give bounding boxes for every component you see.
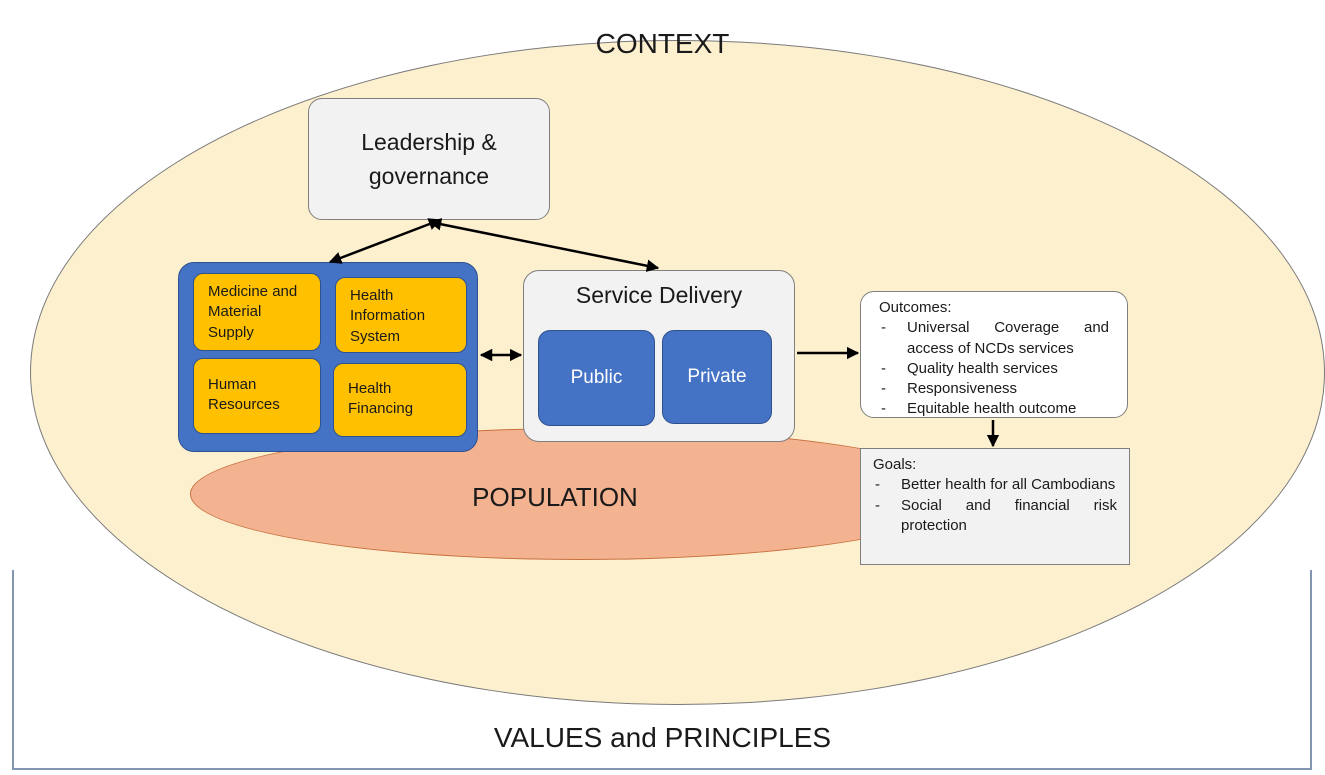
values-principles-title: VALUES and PRINCIPLES — [493, 722, 832, 753]
goal-item: Better health for all Cambodians — [901, 476, 1116, 494]
list-item: - Better health for all Cambodians — [873, 475, 1117, 495]
human-resources-box: Human Resources — [193, 358, 321, 434]
outcome-item: Universal Coverage and access of NCDs se… — [907, 319, 1109, 357]
private-label: Private — [687, 366, 747, 387]
arrow-leadership-blocks — [328, 218, 442, 264]
health-financing-box: Health Financing — [333, 363, 467, 437]
outcome-item: Equitable health outcome — [907, 400, 1077, 418]
service-delivery-title: Service Delivery — [575, 282, 743, 308]
goals-header: Goals: — [873, 456, 917, 473]
values-bracket — [12, 570, 1312, 770]
health-information-system-box: Health Information System — [335, 277, 467, 353]
outcomes-box: Outcomes: - Universal Coverage and acces… — [860, 291, 1128, 418]
list-item: - Social and financial risk protection — [873, 496, 1117, 537]
public-box: Public — [538, 330, 655, 426]
population-label: POPULATION — [472, 482, 638, 512]
list-item: - Quality health services — [879, 359, 1109, 379]
arrow-leadership-service — [428, 218, 660, 272]
outcome-item: Quality health services — [907, 359, 1058, 377]
private-box: Private — [662, 330, 772, 424]
medicine-supply-box: Medicine and Material Supply — [193, 273, 321, 351]
public-label: Public — [570, 367, 623, 388]
outcomes-header: Outcomes: — [879, 299, 952, 316]
goal-item: Social and financial risk protection — [901, 496, 1117, 534]
leadership-governance-label: Leadership & governance — [361, 128, 497, 190]
list-item: - Responsiveness — [879, 379, 1109, 399]
goals-box: Goals: - Better health for all Cambodian… — [860, 448, 1130, 565]
list-item: - Equitable health outcome — [879, 399, 1109, 419]
context-title: CONTEXT — [595, 28, 730, 59]
list-item: - Universal Coverage and access of NCDs … — [879, 318, 1109, 359]
outcome-item: Responsiveness — [907, 380, 1018, 397]
leadership-governance-box: Leadership & governance — [308, 98, 550, 220]
